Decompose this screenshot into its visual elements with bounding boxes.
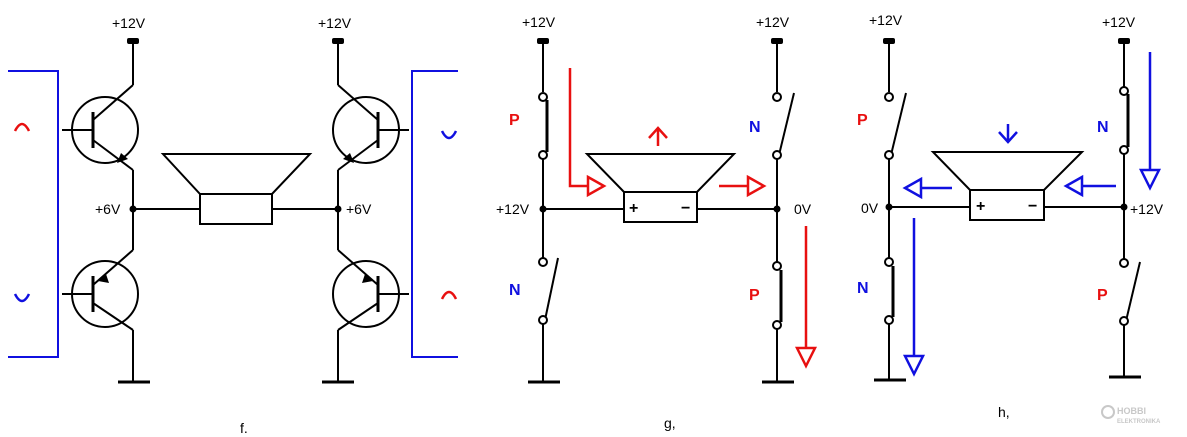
supply-terminal-right <box>332 38 344 44</box>
junction-dot <box>1120 203 1128 211</box>
polarity-plus: + <box>629 200 638 217</box>
supply-label: +12V <box>112 15 146 31</box>
speaker <box>160 153 313 225</box>
switch-contact <box>772 320 782 330</box>
current-flow-arrows <box>568 68 818 369</box>
switch-label-p: P <box>857 112 868 129</box>
switch-label-n: N <box>1097 119 1109 136</box>
supply-terminal-left <box>537 38 549 44</box>
arrow-icon <box>902 176 923 200</box>
switch-contact <box>1119 86 1129 96</box>
supply-terminal-right <box>771 38 783 44</box>
waveform-positive-icon <box>440 290 458 300</box>
node-label: +12V <box>496 201 530 217</box>
waveform-negative-icon <box>13 293 31 303</box>
switch-open <box>778 92 795 156</box>
switch-label-n: N <box>749 119 761 136</box>
cone-motion-down-icon <box>998 131 1018 144</box>
node-label: +6V <box>346 201 372 217</box>
watermark-text: HOBBI <box>1117 406 1146 416</box>
switch-contact <box>884 315 894 325</box>
panel-f <box>8 38 458 384</box>
switch-label-p: P <box>1097 287 1108 304</box>
supply-terminal-left <box>127 38 139 44</box>
switch-contact <box>772 92 782 102</box>
watermark-circle-icon <box>1101 405 1115 419</box>
panel-g <box>528 38 818 384</box>
supply-terminal-right <box>1118 38 1130 44</box>
panel-caption: f. <box>240 420 248 436</box>
switch-contact <box>884 92 894 102</box>
switch-contact <box>772 261 782 271</box>
arrow-icon <box>586 174 607 198</box>
switch-contact <box>1119 145 1129 155</box>
speaker <box>930 151 1085 221</box>
node-label: +12V <box>1130 201 1164 217</box>
polarity-minus: − <box>681 200 690 217</box>
polarity-minus: − <box>1028 198 1037 215</box>
junction-dot <box>129 205 137 213</box>
transistor-pnp-bottom-left <box>62 249 139 331</box>
transistor-npn-top-right <box>332 84 409 171</box>
node-label: +6V <box>95 201 121 217</box>
switch-contact <box>1119 316 1129 326</box>
polarity-plus: + <box>976 198 985 215</box>
input-bracket-left <box>8 70 59 358</box>
arrow-icon <box>746 174 767 198</box>
cone-motion-up-icon <box>648 126 668 139</box>
supply-label: +12V <box>318 15 352 31</box>
arrow-icon <box>794 346 818 369</box>
switch-open <box>890 92 907 156</box>
junction-dot <box>885 203 893 211</box>
supply-label: +12V <box>756 14 790 30</box>
waveform-negative-icon <box>440 130 458 140</box>
switch-open <box>1125 261 1141 322</box>
switch-contact <box>538 315 548 325</box>
arrow-icon <box>568 68 588 188</box>
supply-label: +12V <box>869 12 903 28</box>
transistor-pnp-bottom-right <box>332 249 409 331</box>
arrow-icon <box>1063 174 1084 198</box>
arrow-icon <box>1138 168 1162 191</box>
transistor-npn-top-left <box>62 84 139 171</box>
switch-contact <box>538 92 548 102</box>
panel-h <box>874 38 1162 382</box>
switch-contact <box>538 257 548 267</box>
node-label: 0V <box>794 201 812 217</box>
switch-label-n: N <box>509 282 521 299</box>
node-label: 0V <box>861 200 879 216</box>
junction-dot <box>773 205 781 213</box>
waveform-positive-icon <box>13 122 31 132</box>
switch-contact <box>772 150 782 160</box>
junction-dot <box>539 205 547 213</box>
switch-contact <box>884 150 894 160</box>
arrow-icon <box>902 354 926 377</box>
watermark-logo: HOBBI ELEKTRONIKA <box>1101 405 1161 425</box>
input-bracket-right <box>411 70 458 358</box>
current-flow-arrows <box>902 52 1162 377</box>
panel-caption: g, <box>664 415 676 431</box>
junction-dot <box>334 205 342 213</box>
speaker <box>584 153 737 223</box>
supply-terminal-left <box>883 38 895 44</box>
panel-caption: h, <box>998 404 1010 420</box>
watermark-subtext: ELEKTRONIKA <box>1117 419 1161 425</box>
switch-contact <box>1119 258 1129 268</box>
switch-contact <box>538 150 548 160</box>
supply-label: +12V <box>1102 14 1136 30</box>
switch-label-n: N <box>857 280 869 297</box>
switch-contact <box>884 257 894 267</box>
switch-open <box>544 257 559 321</box>
switch-label-p: P <box>749 287 760 304</box>
supply-label: +12V <box>522 14 556 30</box>
switch-label-p: P <box>509 112 520 129</box>
